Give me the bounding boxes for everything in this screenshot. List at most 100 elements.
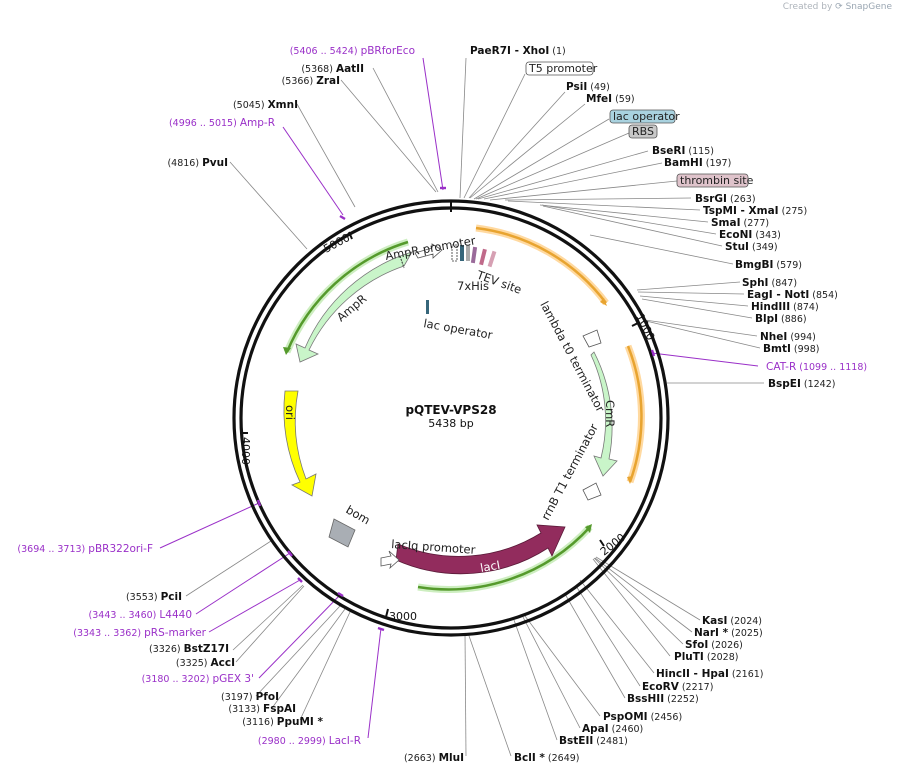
feature-label-ori: ori	[283, 405, 297, 420]
bom-feature[interactable]	[328, 518, 356, 548]
site-label-apai[interactable]: ApaI (2460)	[582, 723, 643, 735]
green-arc-bottom-arrow-icon	[585, 524, 592, 533]
laciq-promoter-arrow[interactable]	[380, 550, 400, 570]
feature-label-laciq-promoter: lacIq promoter	[391, 537, 476, 557]
site-label-mfei[interactable]: MfeI (59)	[586, 93, 635, 105]
feature-label-7xhis: 7xHis	[457, 279, 489, 293]
site-label-psii[interactable]: PsiI (49)	[566, 81, 610, 93]
ampr-feature[interactable]	[295, 251, 413, 363]
credit-brand: SnapGene	[845, 2, 892, 12]
thrombin-site-box[interactable]	[676, 173, 749, 188]
his-tag-mark[interactable]	[470, 246, 478, 264]
site-label-tspmi[interactable]: TspMI - XmaI (275)	[703, 205, 807, 217]
ori-feature[interactable]	[283, 390, 317, 497]
orange-arc-1	[475, 226, 607, 304]
orange-arc-2	[626, 345, 643, 483]
rbs-label: RBS	[632, 125, 654, 138]
t5-promoter-label: T5 promoter	[528, 62, 598, 75]
orange-arc-glow-1	[475, 224, 609, 306]
feature-label-laci: lacI	[479, 558, 501, 575]
primer-label-pbr322orif[interactable]: (3694 .. 3713) pBR322ori-F	[17, 543, 153, 555]
site-label-stui[interactable]: StuI (349)	[725, 241, 778, 253]
site-label-hincii[interactable]: HincII - HpaI (2161)	[656, 668, 763, 680]
ampr-promoter-arrow[interactable]	[414, 243, 443, 259]
site-label-bstz17i[interactable]: (3326) BstZ17I	[149, 643, 229, 655]
snapgene-credit: Created by ⟳ SnapGene	[783, 2, 892, 12]
rrnb-t1-terminator-arrow[interactable]	[582, 482, 602, 501]
tick-label-1000: 1000	[633, 312, 657, 343]
site-label-sfoi[interactable]: SfoI (2026)	[685, 639, 743, 651]
primer-label-ampr[interactable]: (4996 .. 5015) Amp-R	[169, 117, 275, 129]
t5-promoter-mark[interactable]	[451, 244, 458, 262]
site-label-pvui[interactable]: (4816) PvuI	[167, 157, 228, 169]
site-label-econi[interactable]: EcoNI (343)	[719, 229, 781, 241]
thrombin-site-label: thrombin site	[680, 174, 754, 187]
site-label-eagi[interactable]: EagI - NotI (854)	[747, 289, 838, 301]
feature-label-rrnb-t1-terminator: rrnB T1 terminator	[538, 421, 601, 522]
site-label-smai[interactable]: SmaI (277)	[711, 217, 769, 229]
site-label-nari[interactable]: NarI * (2025)	[694, 627, 763, 639]
site-label-kasi[interactable]: KasI (2024)	[702, 615, 762, 627]
site-label-bseri[interactable]: BseRI (115)	[652, 145, 714, 157]
site-label-hindiii[interactable]: HindIII (874)	[751, 301, 819, 313]
site-label-bamhi[interactable]: BamHI (197)	[664, 157, 731, 169]
thrombin-site-mark[interactable]	[487, 250, 497, 268]
site-label-bsrgi[interactable]: BsrGI (263)	[695, 193, 756, 205]
cmr-feature[interactable]	[590, 351, 618, 477]
primer-label-prsmarker[interactable]: (3343 .. 3362) pRS-marker	[73, 627, 206, 639]
rbs-mark[interactable]	[466, 245, 470, 261]
primer-label-catr[interactable]: CAT-R (1099 .. 1118)	[766, 361, 867, 373]
site-label-bmti[interactable]: BmtI (998)	[763, 343, 819, 355]
feature-label-lambda-t0-terminator: lambda t0 terminator	[537, 299, 607, 415]
plasmid-name: pQTEV-VPS28	[405, 403, 496, 417]
primer-label-pbrforeco[interactable]: (5406 .. 5424) pBRforEco	[290, 45, 415, 57]
restriction-site-labels: PaeR7I - XhoI (1) PsiI (49)MfeI (59) BseRI…	[126, 45, 838, 764]
lac-operator-label: lac operator	[613, 110, 680, 123]
orange-arc-2-arrow-icon	[627, 476, 633, 484]
site-label-pcii[interactable]: (3553) PciI	[126, 591, 182, 603]
site-label-pfoi[interactable]: (3197) PfoI	[221, 691, 279, 703]
site-label-ppumi[interactable]: (3116) PpuMI *	[242, 716, 323, 728]
site-label-acci[interactable]: (3325) AccI	[176, 657, 235, 669]
site-label-bmgbi[interactable]: BmgBI (579)	[735, 259, 802, 271]
primer-label-l4440[interactable]: (3443 .. 3460) L4440	[89, 609, 192, 621]
site-label-zrai[interactable]: (5366) ZraI	[282, 75, 340, 87]
lac-operator-inner-mark	[426, 300, 429, 314]
green-arc-left	[285, 240, 409, 353]
tev-site-mark[interactable]	[479, 248, 487, 266]
site-label-bcli[interactable]: BclI * (2649)	[514, 752, 580, 764]
site-label-paer7i[interactable]: PaeR7I - XhoI (1)	[470, 45, 566, 57]
site-label-fspai[interactable]: (3133) FspAI	[228, 703, 296, 715]
site-label-pluti[interactable]: PluTI (2028)	[674, 651, 738, 663]
primer-marks	[256, 186, 656, 632]
site-label-mlui[interactable]: (2663) MluI	[404, 752, 464, 764]
site-label-bsteii[interactable]: BstEII (2481)	[559, 735, 628, 747]
tick-mark-5000	[348, 231, 353, 240]
feature-label-lac-operator-inner: lac operator	[422, 316, 493, 342]
primer-label-pgex3[interactable]: (3180 .. 3202) pGEX 3'	[142, 673, 254, 685]
site-label-aatii[interactable]: (5368) AatII	[301, 63, 364, 75]
site-label-pspomi[interactable]: PspOMI (2456)	[603, 711, 682, 723]
feature-label-cmr: CmR	[603, 400, 617, 427]
site-label-sphi[interactable]: SphI (847)	[742, 277, 797, 289]
tick-mark-2000	[599, 539, 605, 547]
site-label-ecorv[interactable]: EcoRV (2217)	[642, 681, 713, 693]
t5-promoter-box[interactable]	[525, 61, 594, 76]
site-label-bsshii[interactable]: BssHII (2252)	[627, 693, 699, 705]
primer-leader-lines	[159, 57, 759, 739]
boxed-feature-labels: T5 promoter lac operator RBS thrombin si…	[525, 61, 754, 188]
tick-label-4000: 4000	[239, 437, 252, 465]
green-arc-bottom	[417, 526, 591, 591]
lac-operator-box[interactable]	[609, 109, 676, 124]
lac-operator-mark[interactable]	[460, 245, 464, 261]
rbs-box[interactable]	[628, 124, 658, 139]
lambda-t0-terminator-arrow[interactable]	[582, 329, 602, 348]
site-label-blpi[interactable]: BlpI (886)	[755, 313, 807, 325]
tick-mark-1000	[631, 321, 641, 327]
site-label-xmni[interactable]: (5045) XmnI	[233, 99, 298, 111]
primer-label-lacir[interactable]: (2980 .. 2999) LacI-R	[258, 735, 361, 747]
site-label-nhei[interactable]: NheI (994)	[760, 331, 816, 343]
laci-feature[interactable]	[395, 524, 566, 575]
site-label-bspei[interactable]: BspEI (1242)	[768, 378, 835, 390]
